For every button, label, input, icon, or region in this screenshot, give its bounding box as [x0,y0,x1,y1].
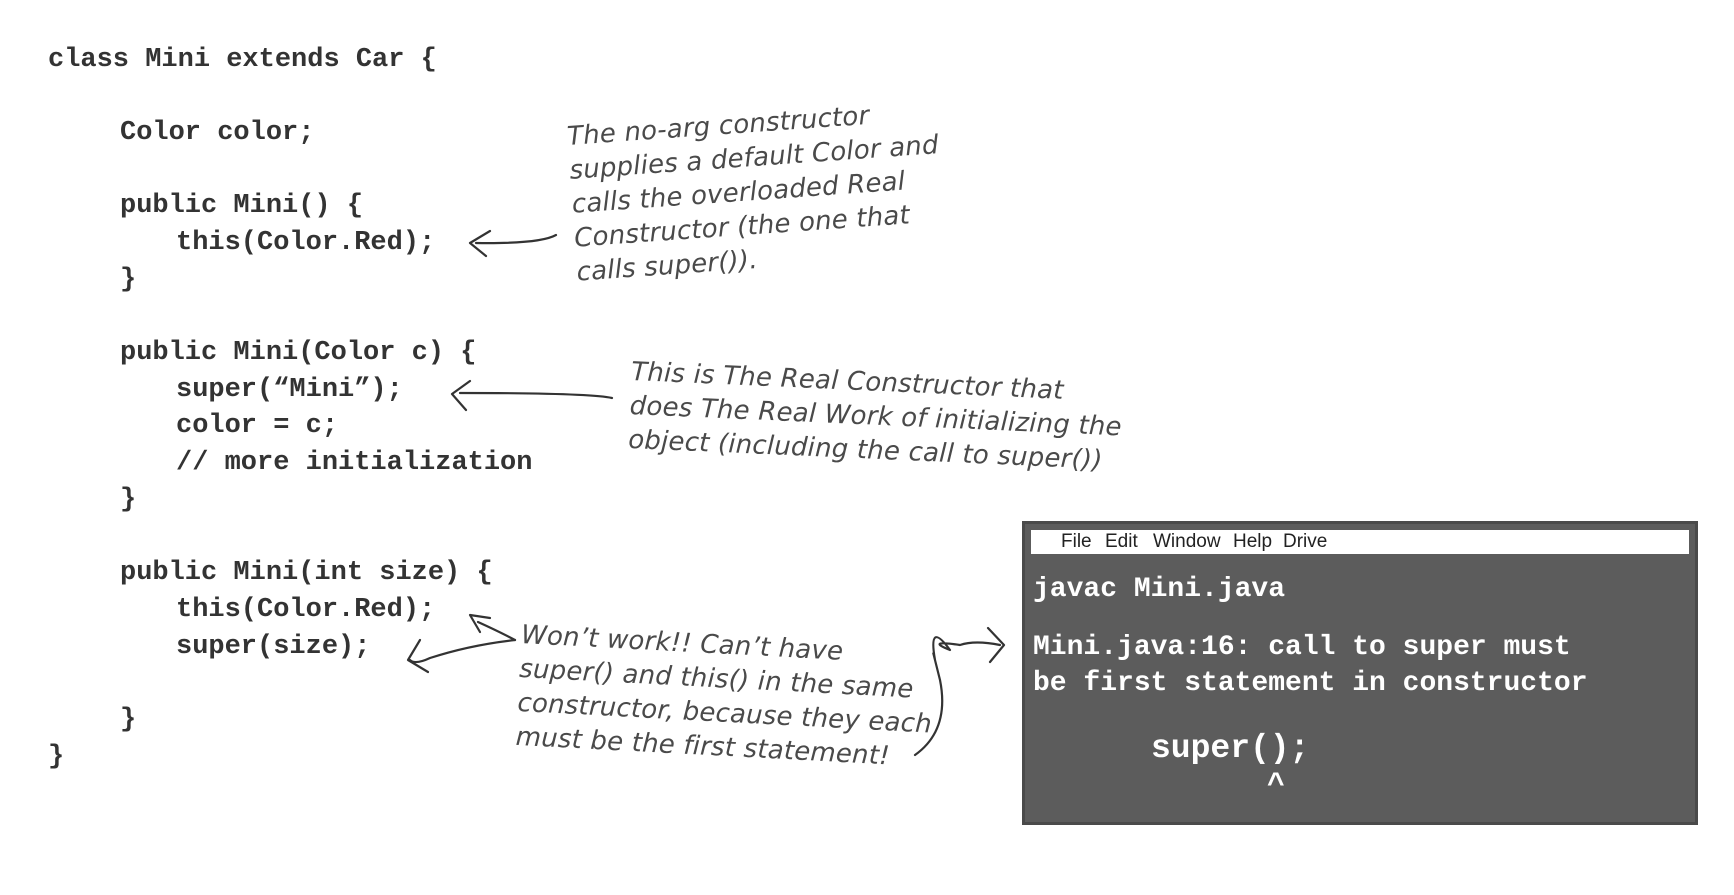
code-line: this(Color.Red); [176,228,436,258]
terminal-error-line: be first statement in constructor [1033,668,1588,699]
arrow-to-terminal [913,626,1006,757]
code-line: color = c; [176,411,339,441]
code-line: // more initialization [176,448,533,478]
terminal-error-code: super(); [1151,730,1310,767]
code-line: public Mini() { [120,191,364,221]
arrow-to-super-size [406,638,517,674]
code-line: } [120,265,137,295]
terminal-window: File Edit Window Help Drive javac Mini.j… [1022,521,1698,825]
menu-item-window[interactable]: Window [1153,531,1221,552]
code-line: Color color; [120,118,315,148]
menu-item-edit[interactable]: Edit [1105,531,1138,552]
code-listing: class Mini extends Car { Color color; pu… [0,0,532,772]
arrow-to-super-call [450,379,614,412]
arrow-to-this-call [468,229,558,258]
terminal-error-caret: ^ [1267,769,1286,803]
code-line: } [120,485,137,515]
code-line: this(Color.Red); [176,595,436,625]
terminal-menu-bar: File Edit Window Help Drive [1031,530,1689,554]
code-line: public Mini(int size) { [120,558,493,588]
code-line: super(“Mini”); [176,375,403,405]
menu-item-help[interactable]: Help [1233,531,1273,552]
terminal-error-line: Mini.java:16: call to super must [1033,632,1571,663]
menu-item-file[interactable]: File [1061,531,1092,552]
menu-item-drive[interactable]: Drive [1283,531,1328,552]
terminal-command: javac Mini.java [1033,574,1286,605]
arrow-to-this-in-size [468,613,517,642]
code-line: } [48,742,65,772]
code-line: public Mini(Color c) { [120,338,477,368]
code-line: class Mini extends Car { [48,45,437,75]
code-line: } [120,705,137,735]
code-line: super(size); [176,632,371,662]
